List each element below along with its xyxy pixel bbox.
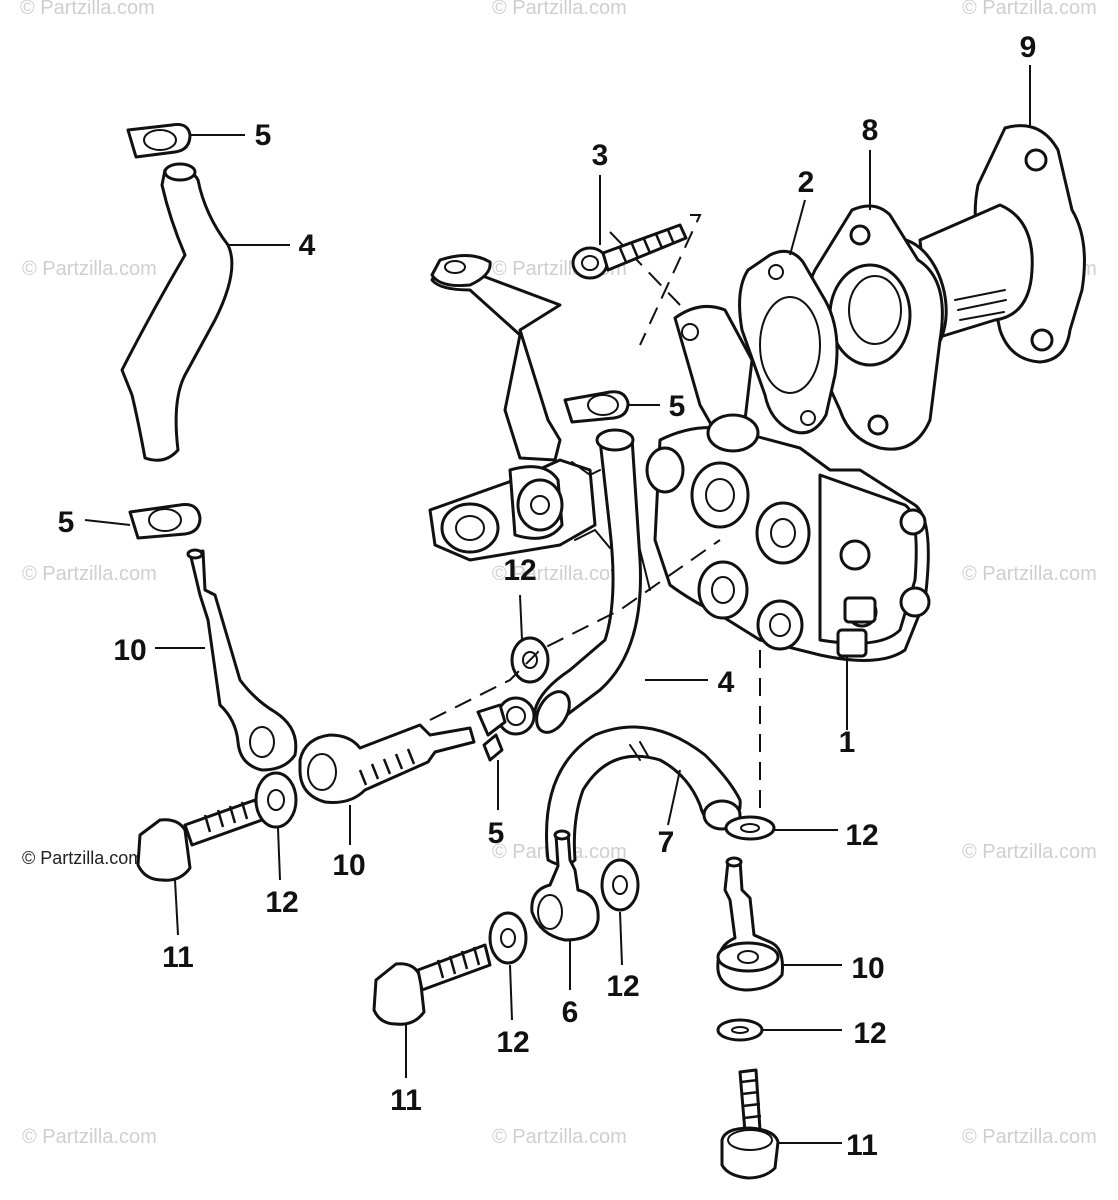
part-11-bolt-left [136, 798, 264, 882]
part-2-gasket [738, 249, 839, 435]
callout-10: 10 [851, 952, 884, 985]
callout-1: 1 [839, 726, 856, 759]
callout-10: 10 [332, 849, 365, 882]
part-12-washer-b [254, 771, 298, 829]
watermark: © Partzilla.com [22, 563, 157, 585]
part-5-clip-b [128, 503, 202, 540]
watermark: © Partzilla.com [492, 563, 627, 585]
watermark-caption: © Partzilla.com [22, 848, 143, 868]
watermark: © Partzilla.com [962, 841, 1097, 863]
pump-bracket [430, 214, 754, 462]
part-12-washer-e [488, 911, 528, 965]
callout-11: 11 [846, 1129, 878, 1162]
watermark: © Partzilla.com [492, 1126, 627, 1148]
part-11-bolt-right [720, 1068, 780, 1180]
callout-12: 12 [265, 886, 298, 919]
alignment-lines [429, 539, 761, 815]
callout-11: 11 [162, 941, 194, 974]
callout-3: 3 [592, 139, 609, 172]
callout-9: 9 [1020, 31, 1037, 64]
leader-lines [84, 65, 1031, 1144]
callout-12: 12 [845, 819, 878, 852]
callout-6: 6 [562, 996, 579, 1029]
callout-12: 12 [606, 970, 639, 1003]
part-12-washer-d [600, 858, 640, 912]
part-5-clip-a [126, 123, 192, 159]
callout-8: 8 [862, 114, 879, 147]
callout-12: 12 [496, 1026, 529, 1059]
watermark: © Partzilla.com [962, 0, 1097, 19]
part-10-banjo-right [716, 856, 784, 992]
callout-5: 5 [255, 119, 272, 152]
callout-4: 4 [299, 229, 316, 262]
watermark: © Partzilla.com [22, 258, 157, 280]
callout-12: 12 [503, 554, 536, 587]
watermark: © Partzilla.com [20, 0, 155, 19]
callouts: 5 4 5 3 2 8 9 5 12 10 4 1 10 12 5 7 12 1… [58, 31, 1037, 1162]
watermark: © Partzilla.com [492, 0, 627, 19]
pump-drive-shaft [428, 458, 611, 562]
part-3-bolt [571, 223, 688, 280]
callout-5: 5 [488, 817, 505, 850]
watermark: © Partzilla.com [22, 1126, 157, 1148]
callout-5: 5 [669, 390, 686, 423]
part-12-washer-c [724, 815, 776, 841]
part-11-bolt-center [372, 943, 492, 1026]
part-7-hose [545, 725, 742, 867]
part-4-hose-elbow [533, 428, 642, 734]
callout-5: 5 [58, 506, 75, 539]
part-5-clip-d [476, 696, 536, 762]
callout-11: 11 [390, 1084, 422, 1117]
callout-10: 10 [113, 634, 146, 667]
callout-2: 2 [798, 166, 815, 199]
part-4-hose-upper [120, 162, 234, 462]
callout-12: 12 [853, 1017, 886, 1050]
part-5-clip-c [563, 390, 630, 424]
part-12-washer-f [716, 1018, 764, 1042]
callout-7: 7 [658, 826, 675, 859]
part-10-banjo-left [186, 548, 298, 772]
part-6-banjo [530, 829, 600, 942]
watermark: © Partzilla.com [962, 563, 1097, 585]
callout-4: 4 [718, 666, 735, 699]
part-10-banjo-center [298, 723, 476, 804]
watermark-layer: © Partzilla.com © Partzilla.com © Partzi… [20, 0, 1097, 1148]
watermark: © Partzilla.com [962, 1126, 1097, 1148]
part-1-oil-pump [611, 413, 931, 662]
